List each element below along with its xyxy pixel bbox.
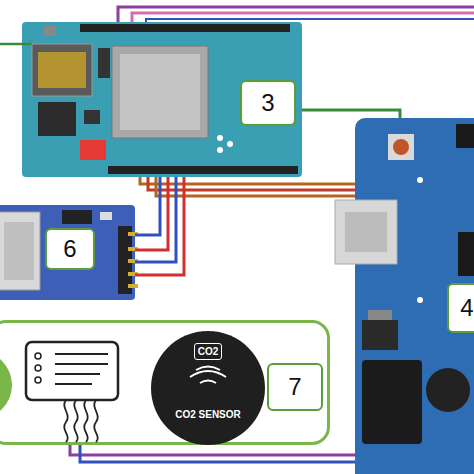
icon-wave	[64, 400, 67, 442]
chip	[38, 102, 76, 136]
led-dot	[417, 177, 423, 183]
callout-number: 6	[45, 228, 95, 270]
component	[100, 212, 112, 220]
reset-button	[388, 134, 414, 160]
pin	[128, 232, 138, 236]
icon-wave	[94, 400, 97, 442]
led-dot	[217, 147, 223, 153]
sim-holder	[32, 44, 92, 96]
pin-header	[80, 24, 290, 32]
usb-port-inner	[345, 212, 387, 252]
capacitor	[426, 368, 470, 412]
led-dot	[217, 135, 223, 141]
wire	[118, 7, 474, 22]
wire-connector	[156, 177, 355, 196]
icon-lines	[55, 354, 108, 384]
callout-number: 4	[447, 283, 474, 333]
chip	[98, 48, 110, 78]
pin	[128, 259, 138, 263]
pin	[128, 247, 138, 251]
reset-button-cap	[393, 139, 409, 155]
icon-dot	[35, 353, 41, 359]
wire-connector	[80, 445, 355, 462]
callout-number: 7	[267, 363, 323, 411]
led-dot	[417, 297, 423, 303]
gsm-module	[112, 46, 208, 138]
icon-dot	[35, 365, 41, 371]
wire-connector	[148, 177, 355, 190]
callout-number: 3	[240, 80, 296, 126]
chip	[456, 124, 474, 148]
chip	[62, 210, 92, 224]
controller-board: 4	[355, 118, 474, 474]
display-icon	[26, 342, 118, 400]
usb-port	[335, 200, 397, 264]
sd-slot-inner	[4, 222, 34, 280]
barrel-jack	[362, 360, 422, 444]
sd-module: 6	[0, 205, 135, 300]
wire-connector	[302, 110, 400, 118]
wire	[132, 13, 474, 22]
wire	[0, 43, 32, 46]
chip	[84, 110, 100, 124]
wire-connector	[135, 177, 176, 262]
icon-dot	[35, 377, 41, 383]
pin-header	[118, 226, 132, 294]
gsm-module-shield	[120, 54, 200, 130]
sd-slot	[0, 212, 40, 290]
wire-connector	[135, 177, 184, 275]
regulator-tab	[368, 310, 392, 322]
chip	[458, 232, 474, 276]
wire	[146, 19, 474, 22]
wire-connector	[135, 177, 160, 235]
wire-connector	[140, 177, 355, 184]
pin-header	[108, 166, 298, 174]
sim-contacts	[38, 52, 86, 88]
sensor-panel: 7CO2CO2 SENSOR	[0, 320, 330, 445]
sensor-label: CO2	[194, 343, 222, 360]
sensor-icon	[0, 351, 12, 419]
wire-connector	[70, 445, 355, 455]
signal-arcs	[190, 367, 226, 384]
pin	[128, 272, 138, 276]
connector	[44, 26, 56, 36]
shield-board: 3	[22, 22, 302, 177]
co2-sensor: CO2CO2 SENSOR	[151, 331, 265, 445]
sensor-label: CO2 SENSOR	[158, 407, 258, 421]
wire-connector	[135, 177, 168, 250]
component	[80, 140, 106, 160]
icon-wave	[74, 400, 77, 442]
regulator	[362, 320, 398, 350]
pin	[128, 284, 138, 288]
icon-wave	[84, 400, 87, 442]
led-dot	[227, 141, 233, 147]
